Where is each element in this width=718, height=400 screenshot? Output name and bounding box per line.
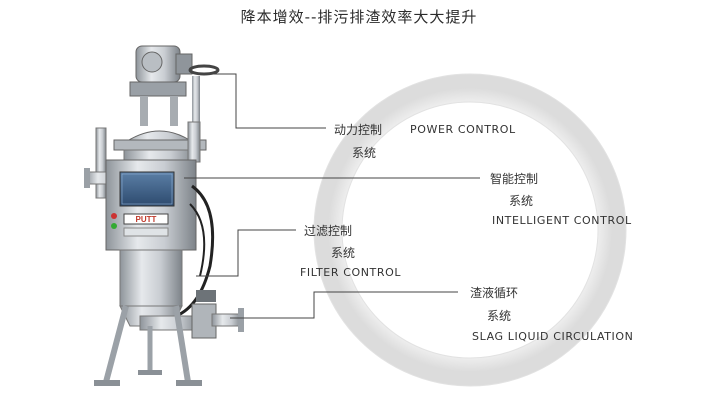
- decorative-ring: [313, 73, 627, 387]
- filter-control-label-cn: 过滤控制: [304, 224, 353, 238]
- filter-control-label-en: FILTER CONTROL: [300, 266, 402, 279]
- power-control-label-en: POWER CONTROL: [410, 123, 516, 136]
- slag-circulation-label-en: SLAG LIQUID CIRCULATION: [472, 330, 634, 343]
- intelligent-control-label-en: INTELLIGENT CONTROL: [492, 214, 632, 227]
- brand-plate: PUTT: [136, 215, 157, 224]
- filter-control-label-cn-suffix: 系统: [331, 246, 356, 260]
- slag-circulation-label-cn: 渣液循环: [470, 286, 519, 300]
- filter-machine-illustration: PUTT: [84, 45, 244, 386]
- intelligent-control-label-cn: 智能控制: [490, 172, 539, 186]
- intelligent-control-label-cn-suffix: 系统: [509, 194, 534, 208]
- power-control-label-cn-suffix: 系统: [352, 146, 377, 160]
- slag-circulation-label-cn-suffix: 系统: [487, 309, 512, 323]
- motor: [129, 45, 193, 126]
- power-control-label-cn: 动力控制: [334, 123, 383, 137]
- page-title: 降本增效--排污排渣效率大大提升: [240, 8, 478, 26]
